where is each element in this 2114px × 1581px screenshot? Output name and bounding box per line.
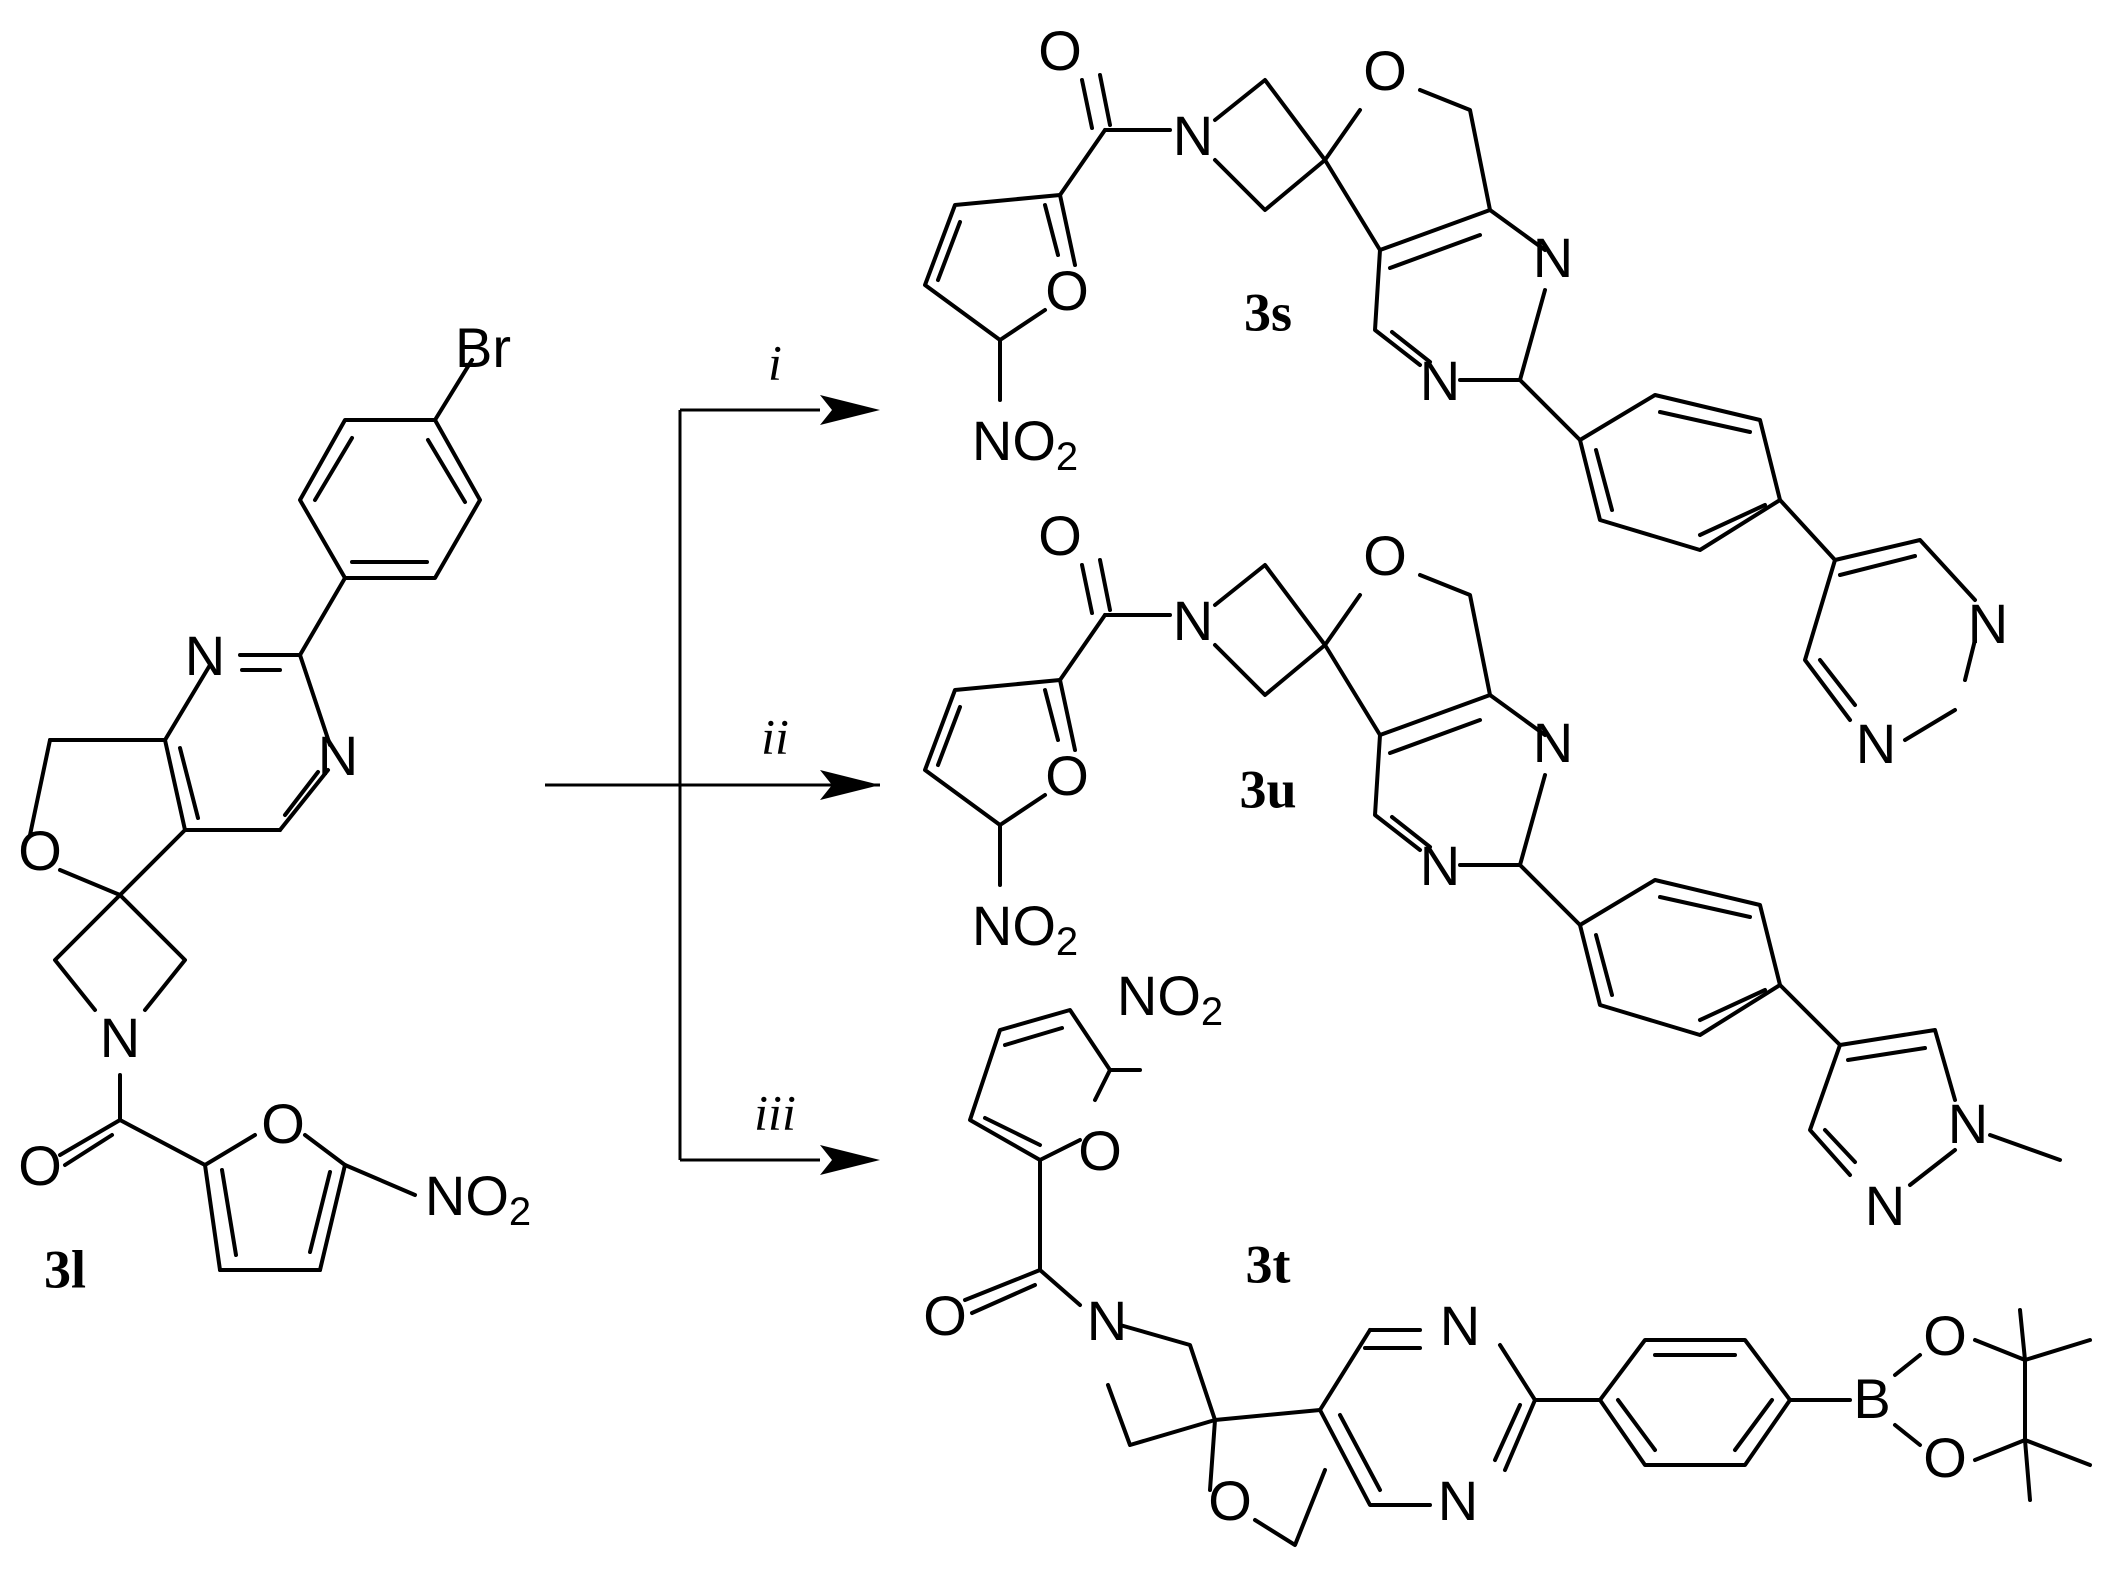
nitrofuran-oxygen: O [261, 1092, 305, 1155]
compound-label-3l: 3l [44, 1239, 86, 1299]
3u-pyrazole-n2: N [1865, 1174, 1905, 1237]
3s-pyrimidinyl-n1: N [1968, 592, 2008, 655]
furan-oxygen: O [18, 819, 62, 882]
3s-pyrimidine-n3: N [1533, 226, 1573, 289]
3u-azetidine-nitrogen: N [1173, 589, 1213, 652]
compound-label-3t: 3t [1246, 1234, 1291, 1294]
azetidine-nitrogen: N [100, 1006, 140, 1069]
3s-furan-oxygen: O [1045, 259, 1089, 322]
3u-pyrimidine-n3: N [1533, 711, 1573, 774]
3t-boron-atom: B [1853, 1367, 1890, 1430]
3u-pyrazole-n1: N [1948, 1092, 1988, 1155]
condition-ii: ii [761, 708, 789, 764]
3s-carbonyl-oxygen: O [1038, 19, 1082, 82]
3t-furan-oxygen: O [1078, 1119, 1122, 1182]
3u-furan-oxygen: O [1045, 744, 1089, 807]
3u-pyrimidine-n1: N [1420, 834, 1460, 897]
pyrimidine-n1: N [185, 624, 225, 687]
compound-3s-structure [923, 73, 1977, 742]
bromine-atom: Br [455, 316, 511, 379]
condition-i: i [768, 334, 782, 390]
3s-pyrimidinyl-n3: N [1856, 712, 1896, 775]
3t-nitro-group: NO2 [1117, 964, 1223, 1034]
compound-label-3s: 3s [1244, 282, 1292, 342]
compound-label-3u: 3u [1239, 759, 1296, 819]
3u-carbonyl-oxygen: O [1038, 504, 1082, 567]
3t-pyrimidine-n1: N [1440, 1294, 1480, 1357]
3t-boronate-oxygen-1: O [1923, 1304, 1967, 1367]
compound-3l-structure [28, 358, 482, 1272]
3s-pyrimidine-n1: N [1420, 349, 1460, 412]
reaction-arrows [545, 395, 880, 1175]
3t-boronate-oxygen-2: O [1923, 1426, 1967, 1489]
condition-iii: iii [754, 1084, 796, 1140]
carbonyl-oxygen: O [18, 1134, 62, 1197]
3t-azetidine-nitrogen: N [1087, 1289, 1127, 1352]
3u-oxolane-oxygen: O [1363, 524, 1407, 587]
3s-nitro-group: NO2 [972, 409, 1078, 479]
nitro-group: NO2 [425, 1164, 531, 1234]
3t-pyrimidine-n3: N [1438, 1469, 1478, 1532]
3u-nitro-group: NO2 [972, 894, 1078, 964]
3t-carbonyl-oxygen: O [923, 1284, 967, 1347]
3s-oxolane-oxygen: O [1363, 39, 1407, 102]
3t-oxolane-oxygen: O [1208, 1469, 1252, 1532]
compound-3u-structure [923, 558, 2062, 1187]
pyrimidine-n3: N [318, 724, 358, 787]
compound-3t-structure [963, 1008, 2092, 1547]
3s-azetidine-nitrogen: N [1173, 104, 1213, 167]
